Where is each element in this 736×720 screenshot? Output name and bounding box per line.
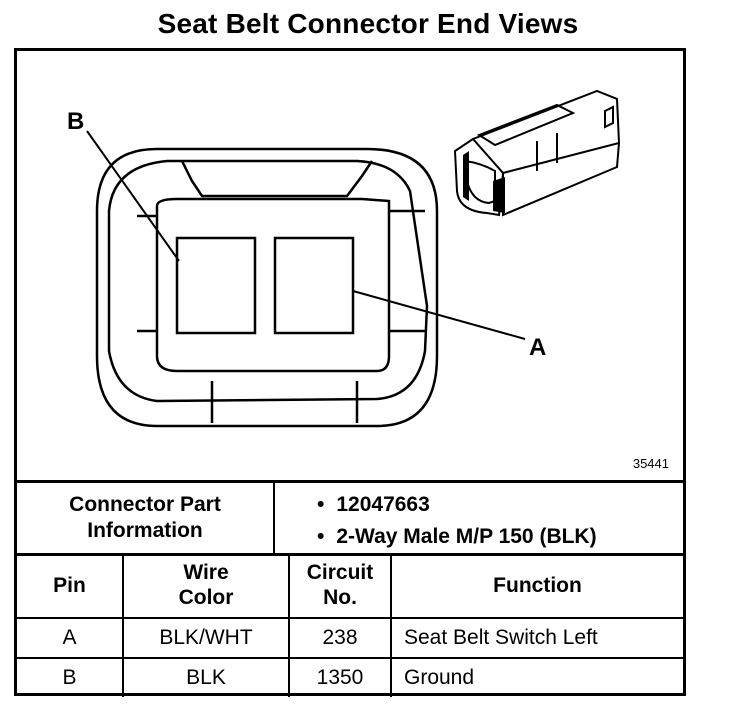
connector-part-info-label: Connector Part Information: [17, 483, 275, 553]
pin-table: Pin Wire Color Circuit No. Function A BL…: [17, 553, 683, 697]
connector-drawing: B A: [67, 89, 621, 428]
header-function: Function: [390, 553, 683, 619]
diagram-frame: B A 35441 Connector Part Information 120…: [14, 48, 686, 697]
cell-circuit: 1350: [288, 657, 392, 697]
leader-line-a: [352, 290, 526, 340]
header-circuit-line2: No.: [323, 586, 357, 609]
connector-top-latch: [180, 160, 374, 198]
page-title: Seat Belt Connector End Views: [157, 8, 579, 39]
pin-b-cavity: [175, 236, 257, 335]
cpi-label-line1: Connector Part: [69, 493, 221, 516]
connector-face: [155, 197, 391, 373]
connector-description: 2-Way Male M/P 150 (BLK): [317, 521, 596, 553]
label-b: B: [67, 108, 84, 135]
figure-number: 35441: [632, 456, 669, 471]
cell-function: Ground: [390, 657, 683, 697]
cell-pin: A: [17, 617, 124, 659]
header-wire-color: Wire Color: [122, 553, 290, 619]
connector-end-view: B A 35441: [17, 51, 683, 483]
header-wire-line2: Color: [178, 586, 234, 609]
connector-part-info: Connector Part Information 12047663 2-Wa…: [17, 483, 683, 556]
connector-part-info-list: 12047663 2-Way Male M/P 150 (BLK): [317, 489, 597, 553]
cell-circuit: 238: [288, 617, 392, 659]
connector-3d-sketch: [453, 89, 621, 217]
connector-bottom-key: [210, 381, 359, 423]
connector-side-tab-left: [137, 214, 157, 333]
cell-pin: B: [17, 657, 124, 697]
table-row: A BLK/WHT 238 Seat Belt Switch Left: [17, 617, 683, 659]
connector-housing-outer: [95, 147, 439, 428]
cell-function: Seat Belt Switch Left: [390, 617, 683, 659]
pin-a-cavity: [273, 236, 355, 335]
leader-line-b: [86, 130, 180, 262]
header-circuit-line1: Circuit: [306, 561, 374, 584]
cpi-label-line2: Information: [87, 519, 203, 542]
label-a: A: [529, 334, 546, 361]
header-circuit-no: Circuit No.: [288, 553, 392, 619]
header-pin: Pin: [17, 553, 124, 619]
table-row: B BLK 1350 Ground: [17, 657, 683, 697]
cell-wire-color: BLK/WHT: [122, 617, 290, 659]
header-wire-line1: Wire: [183, 561, 229, 584]
cell-wire-color: BLK: [122, 657, 290, 697]
connector-housing-inner: [107, 159, 429, 403]
part-number: 12047663: [317, 489, 597, 521]
connector-side-tab-right: [389, 209, 427, 333]
pin-table-header: Pin Wire Color Circuit No. Function: [17, 553, 683, 619]
